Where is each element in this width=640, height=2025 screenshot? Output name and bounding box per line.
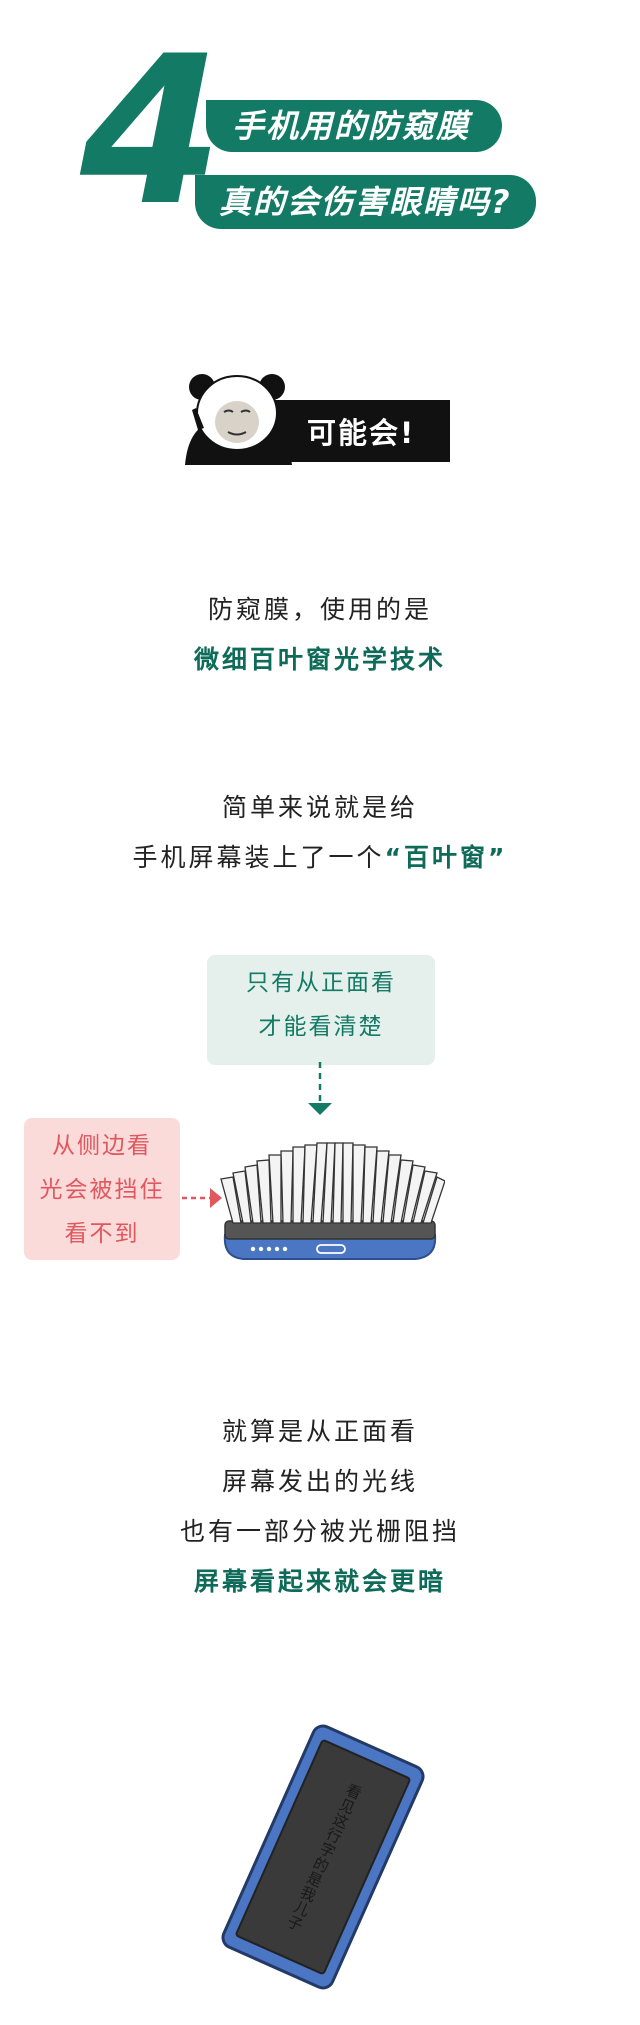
panda-face-icon — [185, 374, 292, 465]
louver-phone-illustration — [220, 1142, 445, 1260]
explain-line-2: 手机屏幕装上了一个“百叶窗” — [0, 838, 640, 874]
meme-caption: 可能会! — [307, 416, 416, 450]
title-line-2: 真的会伤害眼睛吗? — [195, 175, 536, 229]
down-arrow-icon — [308, 1062, 332, 1115]
conclusion-line-3: 也有一部分被光栅阻挡 — [179, 1517, 460, 1546]
side-note-line-3: 看不到 — [64, 1221, 140, 1247]
conclusion-line-1: 就算是从正面看 — [221, 1417, 418, 1446]
panda-meme: 可能会! — [180, 370, 450, 470]
front-view-note: 只有从正面看 才能看清楚 — [207, 955, 435, 1065]
title-block: 4 手机用的防窥膜 真的会伤害眼睛吗? — [0, 0, 640, 250]
conclusion-line-2: 屏幕发出的光线 — [221, 1467, 418, 1496]
tilted-phone: 看见这行字的是我儿子 — [217, 1720, 429, 1994]
conclusion-line-4: 屏幕看起来就会更暗 — [193, 1567, 446, 1596]
explain-line-1: 简单来说就是给 — [221, 793, 418, 822]
front-note-line-1: 只有从正面看 — [246, 970, 396, 996]
side-view-note: 从侧边看 光会被挡住 看不到 — [24, 1118, 180, 1260]
title-line-1: 手机用的防窥膜 — [206, 100, 503, 152]
explain-line-2-prefix: 手机屏幕装上了一个 — [132, 843, 385, 872]
side-note-line-2: 光会被挡住 — [39, 1177, 165, 1203]
explain-highlight: “百叶窗” — [384, 843, 508, 872]
meme-caption-bar — [270, 400, 450, 462]
side-note-line-1: 从侧边看 — [52, 1133, 152, 1159]
intro-line-2: 微细百叶窗光学技术 — [193, 645, 446, 674]
right-arrow-icon — [182, 1188, 222, 1208]
front-note-line-2: 才能看清楚 — [258, 1014, 384, 1040]
intro-line-1: 防窥膜，使用的是 — [207, 595, 432, 624]
